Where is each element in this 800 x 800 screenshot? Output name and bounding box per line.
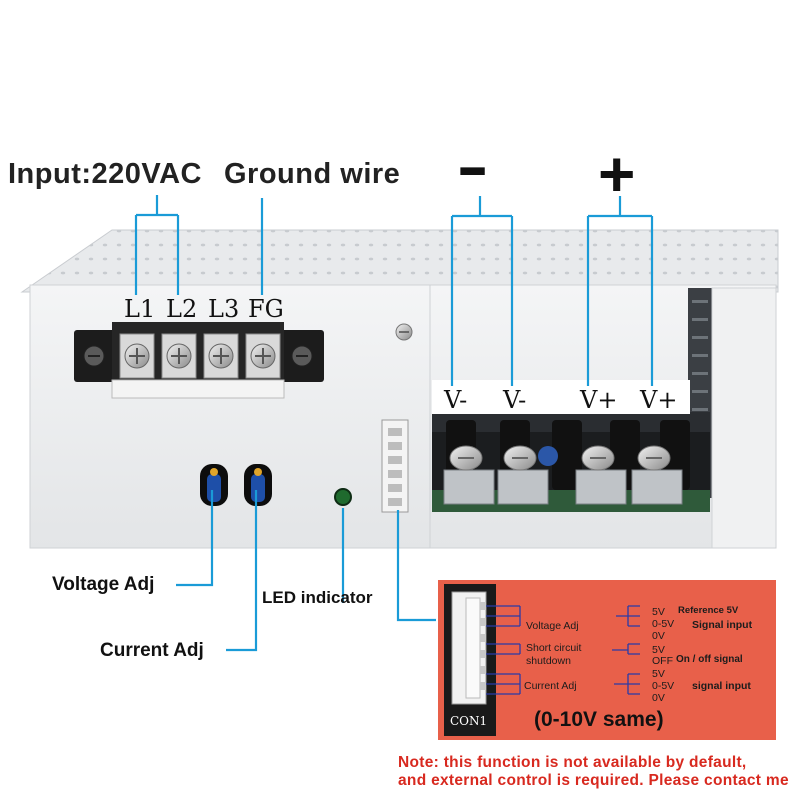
led-indicator-icon bbox=[334, 488, 352, 506]
note-line-2: and external control is required. Please… bbox=[398, 772, 789, 789]
voltage-adj-potentiometer bbox=[200, 464, 228, 506]
connector-label: CON1 bbox=[450, 714, 488, 728]
terminal-label-fg: FG bbox=[248, 295, 284, 323]
panel-off-label: OFF bbox=[652, 655, 673, 667]
panel-05v-c: 0-5V bbox=[652, 680, 675, 692]
panel-short-circuit-label: Short circuit bbox=[526, 642, 582, 654]
ground-callout: Ground wire bbox=[224, 158, 401, 190]
panel-05v-a: 0-5V bbox=[652, 618, 675, 630]
panel-0v-a: 0V bbox=[652, 630, 665, 642]
note-line-1: Note: this function is not available by … bbox=[398, 754, 747, 771]
panel-signal-input-a: Signal input bbox=[692, 619, 753, 631]
panel-5v-a: 5V bbox=[652, 606, 665, 618]
output-label-v-plus-2: V+ bbox=[640, 386, 678, 414]
panel-current-adj-label: Current Adj bbox=[524, 680, 577, 692]
terminal-label-l1: L1 bbox=[124, 295, 156, 323]
led-indicator-callout: LED indicator bbox=[262, 588, 373, 607]
leader-lines bbox=[134, 195, 654, 652]
output-label-v-minus-1: V- bbox=[444, 386, 468, 414]
panel-on-off-signal: On / off signal bbox=[676, 654, 743, 665]
current-adj-callout: Current Adj bbox=[100, 640, 204, 661]
panel-range-note: (0-10V same) bbox=[534, 708, 664, 731]
output-label-v-minus-2: V- bbox=[503, 386, 527, 414]
control-wiring bbox=[486, 605, 640, 695]
panel-5v-b: 5V bbox=[652, 644, 665, 656]
positive-sign: + bbox=[598, 138, 636, 210]
voltage-adj-callout: Voltage Adj bbox=[52, 574, 155, 595]
control-connector bbox=[381, 419, 409, 513]
negative-sign: - bbox=[456, 130, 489, 202]
connector-detail bbox=[444, 584, 496, 736]
current-adj-potentiometer bbox=[244, 464, 272, 506]
panel-reference-label: Reference 5V bbox=[678, 605, 739, 616]
panel-0v-c: 0V bbox=[652, 692, 665, 704]
output-label-v-plus-1: V+ bbox=[580, 386, 618, 414]
input-callout: Input:220VAC bbox=[8, 158, 202, 190]
control-panel-inset: CON1 Voltage Adj Short circuit shutdown … bbox=[438, 580, 776, 740]
panel-signal-input-c: signal input bbox=[692, 680, 751, 692]
terminal-block bbox=[74, 322, 324, 399]
terminal-label-l2: L2 bbox=[166, 295, 198, 323]
panel-shutdown-label: shutdown bbox=[526, 655, 571, 667]
terminal-label-l3: L3 bbox=[208, 295, 240, 323]
panel-5v-c: 5V bbox=[652, 668, 665, 680]
panel-voltage-adj-label: Voltage Adj bbox=[526, 620, 579, 632]
